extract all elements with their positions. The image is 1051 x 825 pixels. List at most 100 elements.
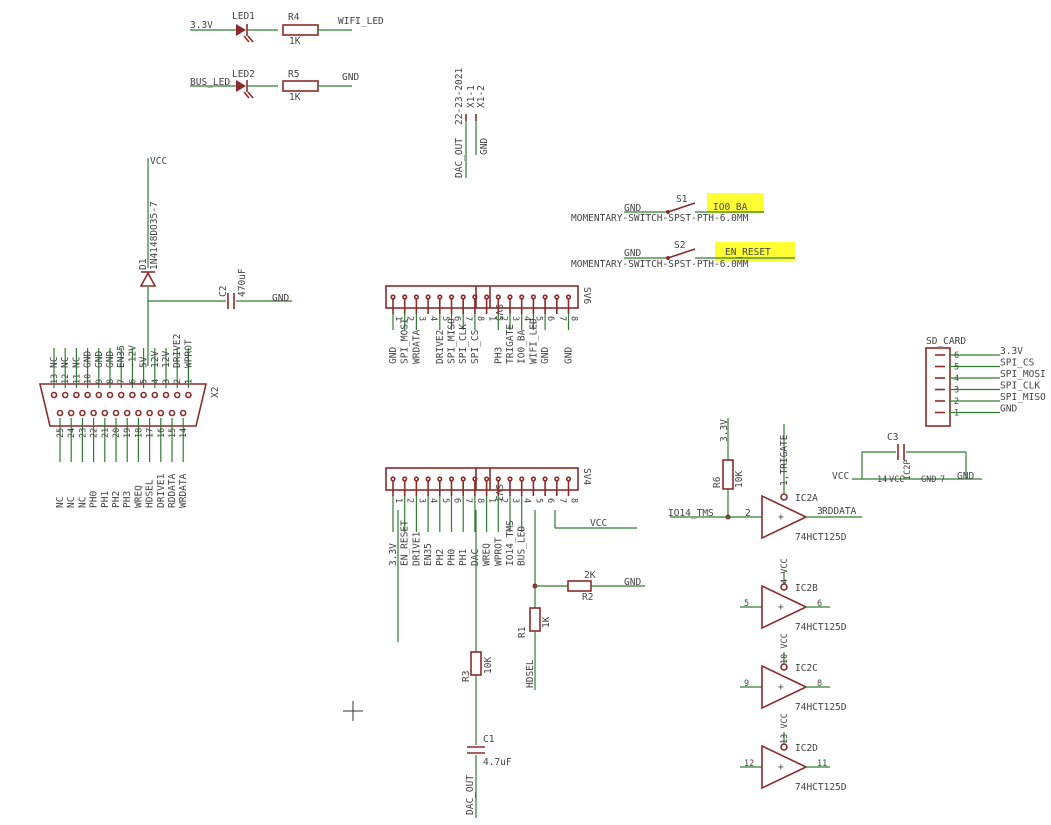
- sv34-pins-pin-4: 5: [440, 498, 450, 503]
- ic2-gate-1-in: 9: [744, 679, 749, 689]
- db25-pin-label-20: PH2: [111, 491, 122, 508]
- db25-pin-label-10: GND: [83, 351, 94, 368]
- r1-value: 1K: [541, 616, 552, 628]
- x1-1-label: X1-1: [466, 85, 477, 108]
- r2-value: 2K: [584, 570, 596, 581]
- ic2-gate-0-in: 5: [744, 599, 749, 609]
- ic2-gate-2-triangle: [761, 744, 808, 790]
- ic2a-trigate-label: 1,TRIGATE: [779, 434, 790, 486]
- dac-header: DAC_OUT 22-23-2021 X1-1 X1-2 GND: [454, 68, 490, 178]
- db25-pin-20: [112, 409, 120, 417]
- c3-label: C3: [887, 432, 898, 443]
- sv34-pins-pin-10: 3: [510, 498, 520, 503]
- sv34-pins-pin-15: 8: [569, 498, 579, 503]
- ic2-gate-0-label: IC2B: [795, 583, 818, 594]
- svg-text:+: +: [778, 682, 784, 693]
- svg-text:+: +: [778, 762, 784, 773]
- db25-pin-24: [67, 409, 75, 417]
- c3-vcc-label: VCC: [832, 471, 849, 482]
- db25-shell: [38, 383, 208, 427]
- hdsel-label: HDSEL: [525, 659, 536, 688]
- r2-gnd-label: GND: [624, 577, 641, 588]
- sv56-pins-pin-2: 3: [416, 316, 426, 321]
- sv4-label: SV4: [581, 468, 592, 485]
- db25-pin-label-3: 12V: [161, 351, 172, 368]
- sv6-label: SV6: [581, 287, 592, 304]
- db25-pin-number-8: 8: [106, 379, 116, 384]
- ic2-gate-0-triangle: [761, 584, 808, 630]
- db25-pin-number-9: 9: [95, 379, 105, 384]
- ic2-gate-1-en: 10 VCC: [780, 633, 790, 664]
- ic2-gate-0-part: 74HCT125D: [795, 622, 847, 633]
- x2-label: X2: [210, 387, 221, 398]
- switch-s2: GND S2 EN_RESET MOMENTARY-SWITCH-SPST-PT…: [571, 240, 795, 270]
- db25-pin-22: [90, 409, 97, 417]
- r6-label: R6: [712, 476, 723, 488]
- sv34-pins-pin-7: 8: [475, 498, 485, 503]
- sv56-pins-pin-7: 8: [475, 316, 485, 321]
- x1-gnd-label: GND: [479, 138, 490, 155]
- db25-pin-number-5: 5: [140, 379, 150, 384]
- ic2a-pin3: 3: [817, 506, 823, 517]
- vcc-label: VCC: [150, 156, 167, 167]
- d1-label: D1: [138, 258, 149, 270]
- c1-label: C1: [483, 734, 495, 745]
- c1-dac-out-label: DAC_OUT: [465, 775, 476, 815]
- db25-pin-label-19: PH3: [122, 491, 133, 508]
- ic2a-pin2: 2: [745, 508, 751, 519]
- r4-label: R4: [288, 12, 300, 23]
- db25-pin-9: [95, 391, 103, 399]
- r6-resistor: [722, 459, 734, 490]
- ic2a-plus: +: [778, 512, 784, 523]
- net-3v3-label: 3.3V: [190, 20, 213, 31]
- c2-label: C2: [218, 286, 229, 297]
- db25-pin-number-21: 21: [101, 428, 111, 438]
- db25-pin-number-22: 22: [90, 428, 100, 438]
- s1-net-label: IO0_BA: [713, 202, 748, 213]
- db25-pin-18: [135, 409, 142, 417]
- led2-symbol: [236, 80, 254, 99]
- sv34-pins-pin-12: 5: [533, 498, 543, 503]
- db25-pin-label-6: -12V: [127, 345, 138, 368]
- s2-gnd-label: GND: [624, 248, 641, 259]
- d1-part-label: 1N4148DO35-7: [149, 201, 160, 270]
- db25-pin-label-5: 5V: [139, 356, 150, 368]
- db25-pin-label-18: WREQ: [133, 485, 144, 508]
- db25-pin-label-22: PH0: [89, 491, 100, 508]
- r4-resistor: [282, 24, 319, 36]
- db25-pin-number-16: 16: [157, 428, 167, 438]
- sd-pin-3: 3: [954, 386, 959, 396]
- sv56-pins-label-5: SPI_MISO: [447, 318, 458, 364]
- ic2-gate-1-label: IC2C: [795, 663, 818, 674]
- ic2a-part: 74HCT125D: [795, 532, 847, 543]
- db25-pin-23: [79, 409, 86, 417]
- sd-net-spi_clk: SPI_CLK: [1000, 381, 1040, 392]
- s1-label: S1: [676, 194, 688, 205]
- c3-gnd-label: GND: [957, 471, 974, 482]
- db25-pin-13: [50, 391, 58, 399]
- led-section: 3.3V LED1 R4 1K WIFI_LED BUS_LED LED2 R5…: [190, 11, 384, 103]
- sd-net-gnd: GND: [1000, 404, 1017, 415]
- db25-pin-number-12: 12: [61, 374, 71, 384]
- db25-pin-label-13: NC: [49, 357, 60, 368]
- db25-pin-2: [173, 391, 181, 399]
- db25-pin-number-15: 15: [168, 428, 178, 438]
- db25-pin-label-8: GND: [105, 351, 116, 368]
- r3-label: R3: [461, 671, 472, 682]
- net-wifi-led-label: WIFI_LED: [338, 16, 384, 27]
- r1-label: R1: [517, 626, 528, 638]
- db25-pin-14: [179, 409, 187, 417]
- db25-pin-1: [185, 391, 192, 399]
- r5-resistor: [282, 80, 319, 92]
- dac-date-label: 22-23-2021: [454, 68, 465, 125]
- sv56-pins-label-11: IO0_BA: [517, 329, 528, 364]
- ic2-gate-2-en: 13 VCC: [780, 713, 790, 744]
- switch-s1: GND S1 IO0_BA MOMENTARY-SWITCH-SPST-PTH-…: [571, 193, 764, 224]
- led2-label: LED2: [232, 69, 255, 80]
- db25-pin-number-6: 6: [128, 379, 138, 384]
- dac-out-label: DAC_OUT: [454, 138, 465, 178]
- net-gnd-label: GND: [342, 72, 359, 83]
